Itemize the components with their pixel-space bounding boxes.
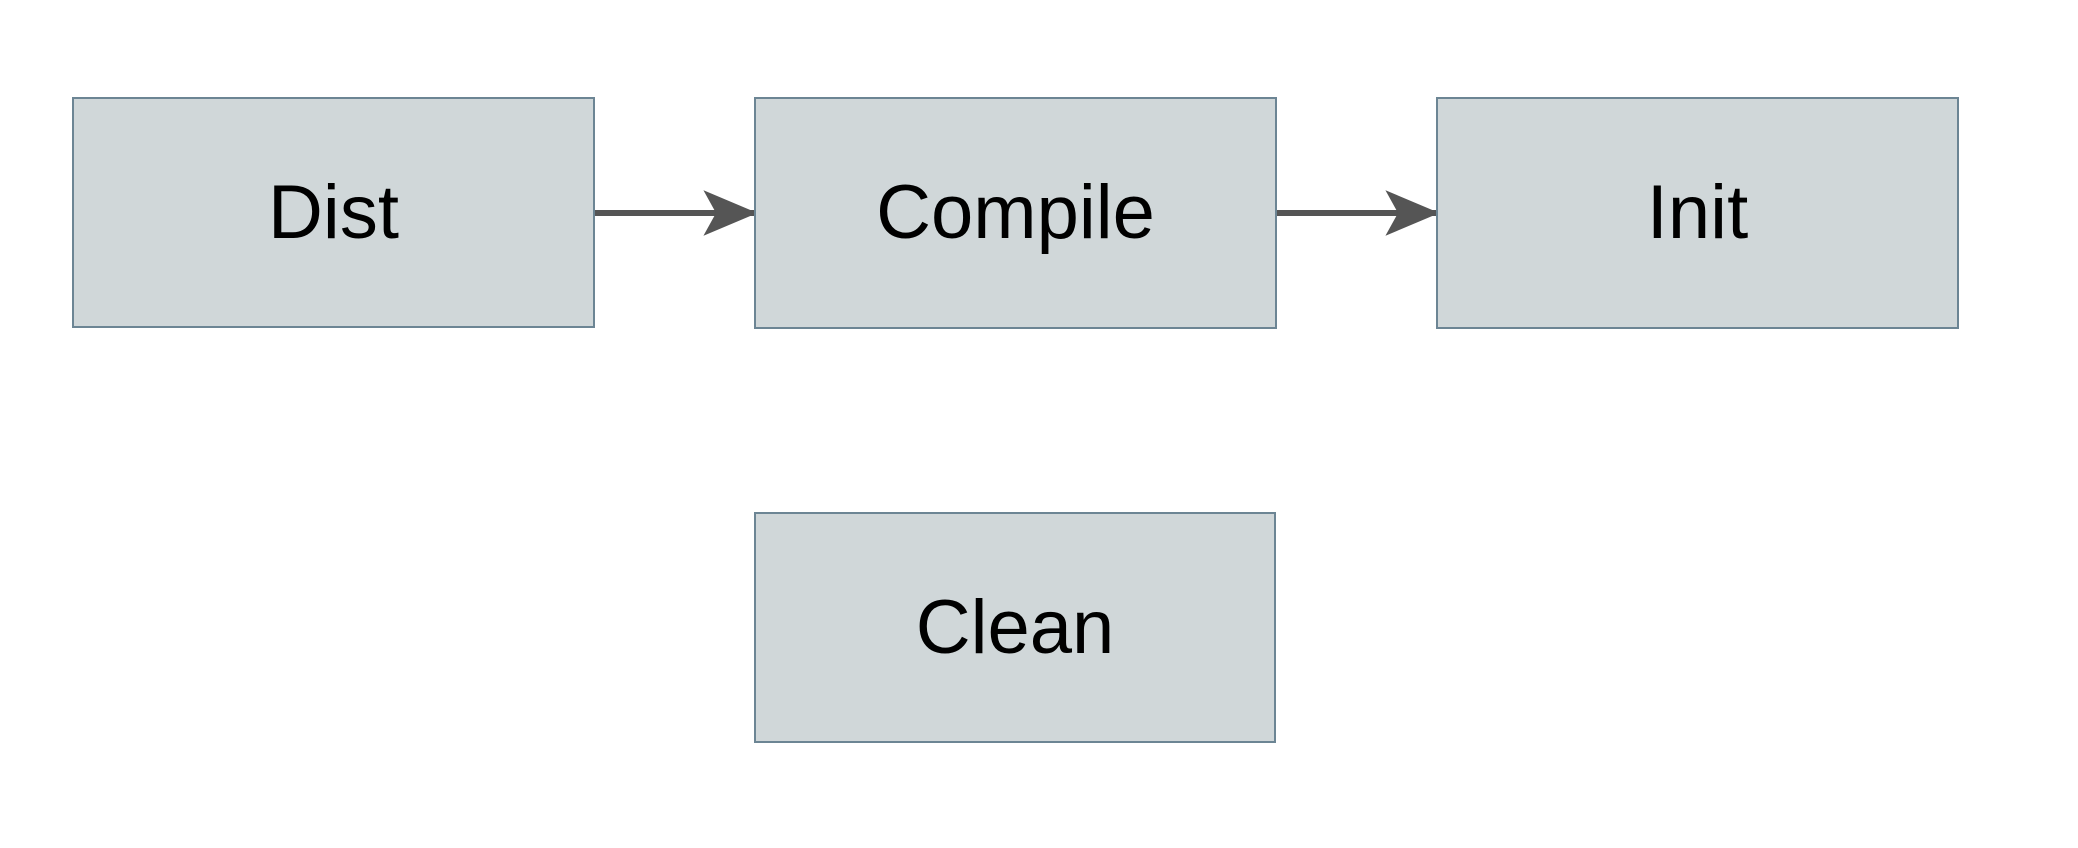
node-compile[interactable]: Compile	[754, 97, 1277, 329]
node-dist[interactable]: Dist	[72, 97, 595, 328]
node-dist-label: Dist	[268, 169, 399, 255]
node-clean-label: Clean	[915, 584, 1115, 670]
node-compile-label: Compile	[876, 170, 1155, 255]
node-init[interactable]: Init	[1436, 97, 1959, 329]
node-init-label: Init	[1646, 170, 1749, 255]
node-clean[interactable]: Clean	[754, 512, 1276, 743]
